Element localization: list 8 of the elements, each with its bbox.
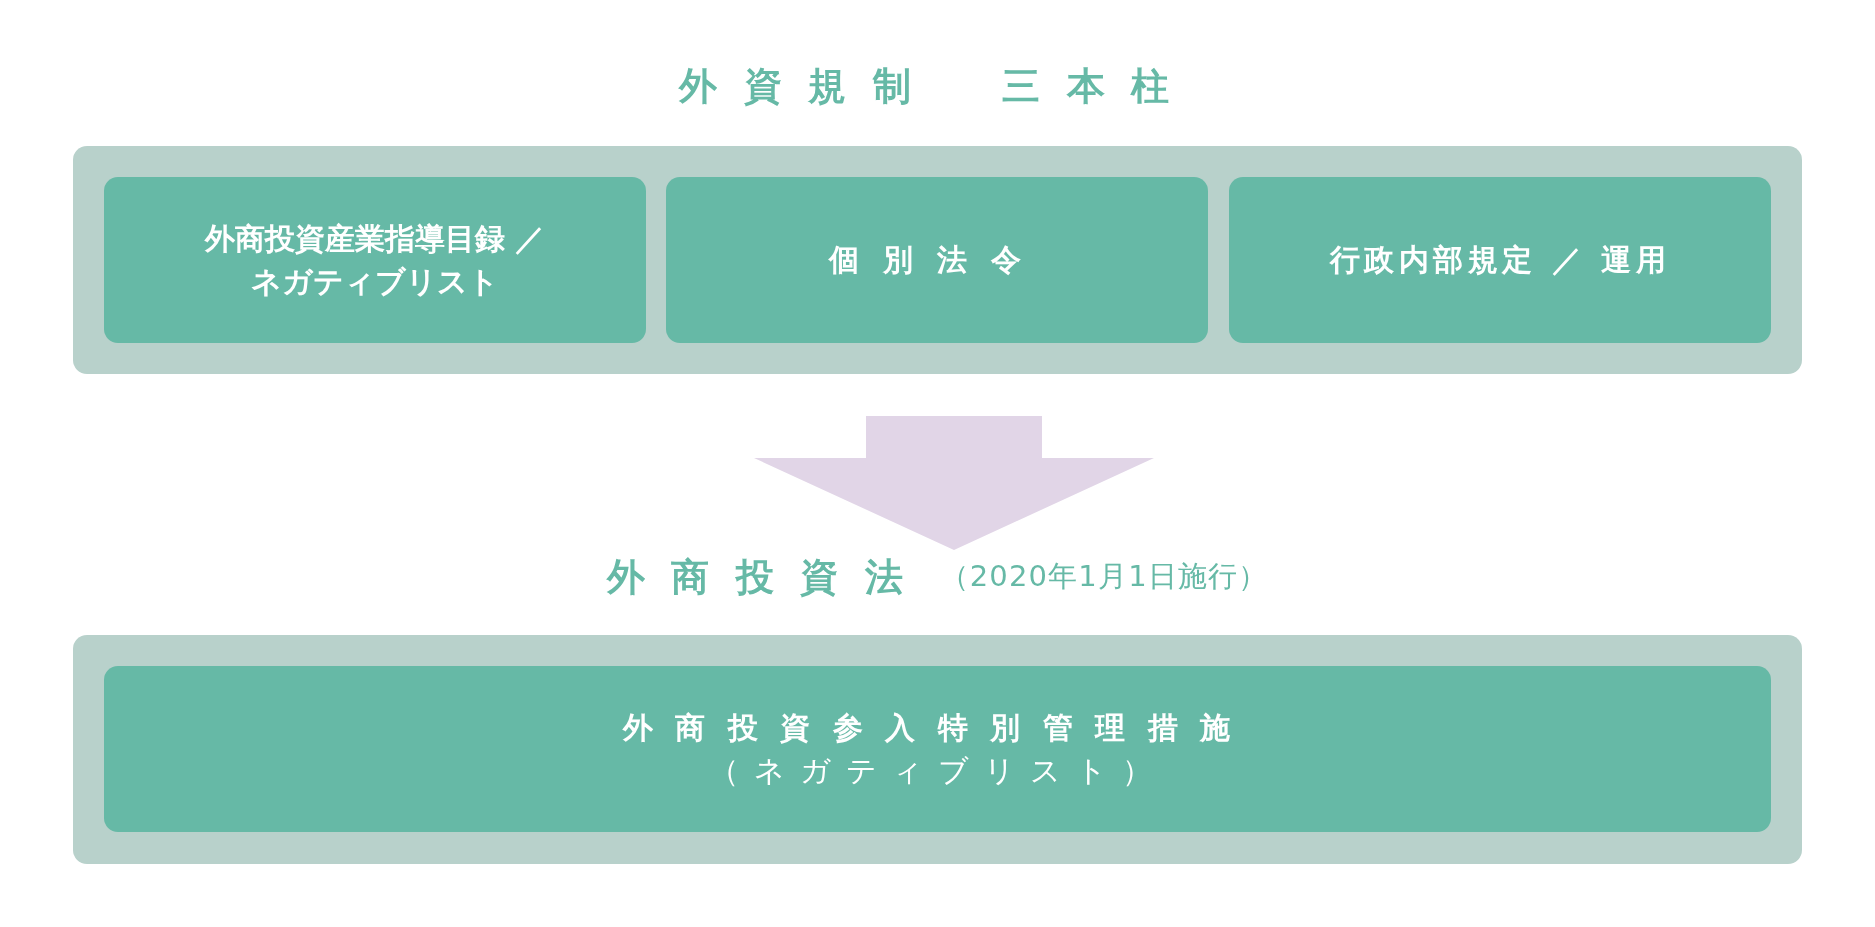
category-box: 行政内部規定 ／ 運用 <box>1229 177 1771 343</box>
category-box: 外商投資産業指導目録 ／ネガティブリスト <box>104 177 646 343</box>
law-title: 外商投資法 <box>606 553 930 601</box>
effective-date: （2020年1月1日施行） <box>939 558 1269 595</box>
block-arrow <box>754 416 1154 550</box>
category-box: 外商投資参入特別管理措施 （ネガティブリスト） <box>104 666 1771 832</box>
section-title: 外資規制 三本柱 <box>679 62 1196 110</box>
category-box: 個別法令 <box>666 177 1208 343</box>
